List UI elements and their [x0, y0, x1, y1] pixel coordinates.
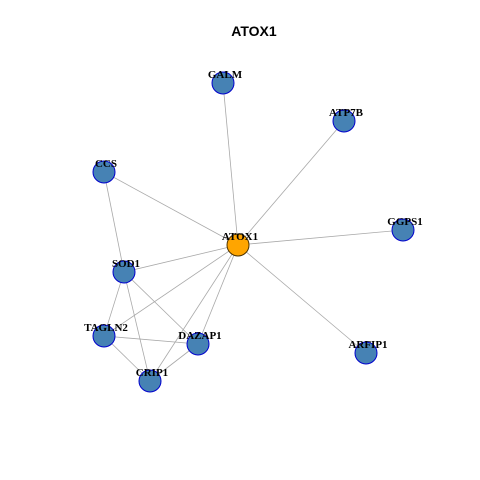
edge-atox1-crip1 [149, 244, 239, 382]
node-arfip1[interactable]: ARFIP1 [348, 339, 388, 365]
edge-sod1-crip1 [123, 271, 151, 382]
node-label-crip1: CRIP1 [136, 367, 168, 379]
node-circle-galm[interactable] [211, 71, 235, 95]
node-layer: ATOX1 GALM ATP7B CCS GGPS1SOD1TAGLN2DAZAP1AR… [84, 69, 423, 393]
node-circle-ccs[interactable] [92, 160, 116, 184]
edge-atox1-ggps1 [237, 229, 404, 246]
node-dazap1[interactable]: DAZAP1 [178, 330, 222, 356]
node-label-ccs: CCS [95, 158, 117, 170]
node-label-atox1: ATOX1 [222, 231, 258, 243]
node-circle-sod1[interactable] [112, 260, 136, 284]
node-tagln2[interactable]: TAGLN2 [84, 322, 128, 348]
edge-sod1-dazap1 [123, 271, 199, 345]
diagram-title: ATOX1 [231, 23, 277, 39]
node-label-ggps1: GGPS1 [387, 216, 422, 228]
edge-atox1-sod1 [123, 244, 239, 273]
node-ggps1[interactable]: GGPS1 [387, 216, 423, 242]
node-label-arfip1: ARFIP1 [348, 339, 387, 351]
node-label-tagln2: TAGLN2 [84, 322, 128, 334]
node-atp7b[interactable]: ATP7B [329, 107, 364, 133]
edge-tagln2-dazap1 [103, 335, 199, 345]
node-crip1[interactable]: CRIP1 [136, 367, 168, 393]
node-circle-arfip1[interactable] [354, 341, 378, 365]
node-circle-tagln2[interactable] [92, 324, 116, 348]
node-circle-ggps1[interactable] [391, 218, 415, 242]
node-atox1[interactable]: ATOX1 [222, 231, 258, 257]
edge-atox1-atp7b [237, 120, 345, 246]
node-ccs[interactable]: CCS [92, 158, 117, 184]
node-sod1[interactable]: SOD1 [112, 258, 140, 284]
node-label-sod1: SOD1 [112, 258, 140, 270]
edge-atox1-ccs [103, 171, 239, 246]
node-circle-atp7b[interactable] [332, 109, 356, 133]
edge-atox1-galm [222, 82, 239, 246]
edge-atox1-tagln2 [103, 244, 239, 337]
node-label-dazap1: DAZAP1 [178, 330, 221, 342]
node-circle-dazap1[interactable] [186, 332, 210, 356]
edge-ccs-sod1 [103, 171, 125, 273]
node-galm[interactable]: GALM [208, 69, 243, 95]
edge-atox1-arfip1 [237, 244, 367, 354]
node-circle-atox1[interactable] [226, 233, 250, 257]
edge-atox1-dazap1 [197, 244, 239, 345]
node-label-atp7b: ATP7B [329, 107, 364, 119]
node-label-galm: GALM [208, 69, 243, 81]
node-circle-crip1[interactable] [138, 369, 162, 393]
